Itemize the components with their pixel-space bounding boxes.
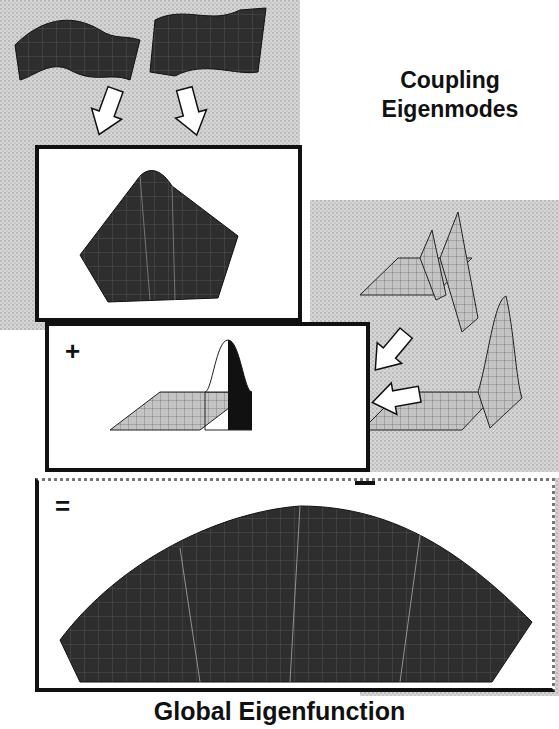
surface-ridge	[180, 506, 420, 682]
surface-peak	[228, 340, 252, 430]
block-arrow	[169, 85, 212, 140]
surface	[440, 212, 478, 332]
surface-ridge	[140, 176, 175, 300]
stipple-area	[0, 0, 300, 330]
block-arrow	[363, 323, 418, 380]
operator-sign: +	[65, 336, 80, 367]
surface	[420, 230, 446, 300]
surface	[478, 296, 522, 428]
frame-box: =	[35, 478, 555, 692]
heading-label: Coupling Eigenmodes	[345, 66, 555, 124]
block-arrow	[84, 84, 130, 140]
block-arrow	[370, 378, 423, 418]
frame-box: +	[45, 322, 370, 472]
box-fill	[35, 478, 555, 692]
caption: Global Eigenfunction	[0, 696, 559, 727]
surface	[80, 171, 238, 302]
surface	[150, 8, 266, 76]
surface-edge	[205, 392, 252, 430]
frame-box	[37, 147, 300, 320]
global-surface	[60, 506, 532, 682]
frame-line	[355, 481, 375, 485]
operator-sign: =	[55, 491, 70, 522]
box-fill	[45, 322, 370, 472]
surface	[15, 20, 140, 80]
